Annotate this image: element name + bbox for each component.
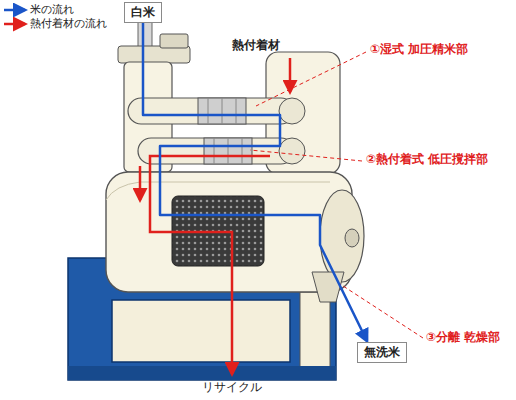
flow-box: 白米: [124, 2, 162, 23]
leader-line: [250, 52, 423, 338]
base-frame: [300, 292, 330, 378]
stirring-tube: [242, 138, 243, 164]
leader-line: [250, 150, 362, 161]
callout-number: ③分離 乾燥部: [426, 330, 500, 344]
polishing-tube: [198, 98, 246, 124]
feeder-unit: [160, 34, 188, 48]
box-text: 無洗米: [364, 345, 400, 360]
polishing-tube: [128, 98, 305, 124]
leader-line: [340, 284, 423, 338]
drying-housing: [312, 272, 344, 302]
input-label: 熱付着材: [232, 38, 280, 52]
feeder-unit: [118, 22, 190, 63]
material-flow: [139, 166, 142, 200]
rice-flow-arrow: [143, 23, 367, 341]
polishing-tube: [128, 98, 294, 124]
drying-housing: [106, 172, 364, 302]
polishing-tube: [279, 98, 305, 124]
drying-housing: [345, 229, 359, 247]
material-flow: [289, 58, 292, 92]
polishing-tube: [236, 98, 237, 124]
callout-number: ①湿式 加圧精米部: [370, 42, 468, 56]
stirring-tube: [138, 138, 294, 164]
legend-arrow: [4, 10, 25, 24]
base-frame: [112, 300, 290, 362]
feeder-unit: [138, 22, 152, 48]
stirring-tube: [214, 138, 215, 164]
material-flow: [150, 156, 270, 374]
feeder-unit: [118, 46, 190, 63]
drying-housing: [320, 190, 364, 282]
legend-text: 熱付着材の流れ: [30, 17, 107, 30]
legend-text: 米の流れ: [30, 3, 74, 16]
leader-line: [256, 52, 366, 106]
flow-box: 無洗米: [357, 342, 407, 363]
callout-number: ②熱付着式 低圧撹拌部: [366, 152, 488, 166]
polishing-tube: [208, 98, 209, 124]
box-text: 白米: [131, 5, 155, 20]
legend-arrow: [4, 23, 25, 26]
legend-arrow: [4, 9, 25, 12]
stirring-tube: [228, 138, 229, 164]
output-label: リサイクル: [202, 380, 262, 394]
base-frame: [68, 366, 336, 380]
polishing-tube: [222, 98, 223, 124]
stirring-tube: [279, 138, 305, 164]
stirring-tube: [138, 138, 305, 164]
material-flow: [140, 58, 290, 374]
stirring-tube: [204, 138, 252, 164]
